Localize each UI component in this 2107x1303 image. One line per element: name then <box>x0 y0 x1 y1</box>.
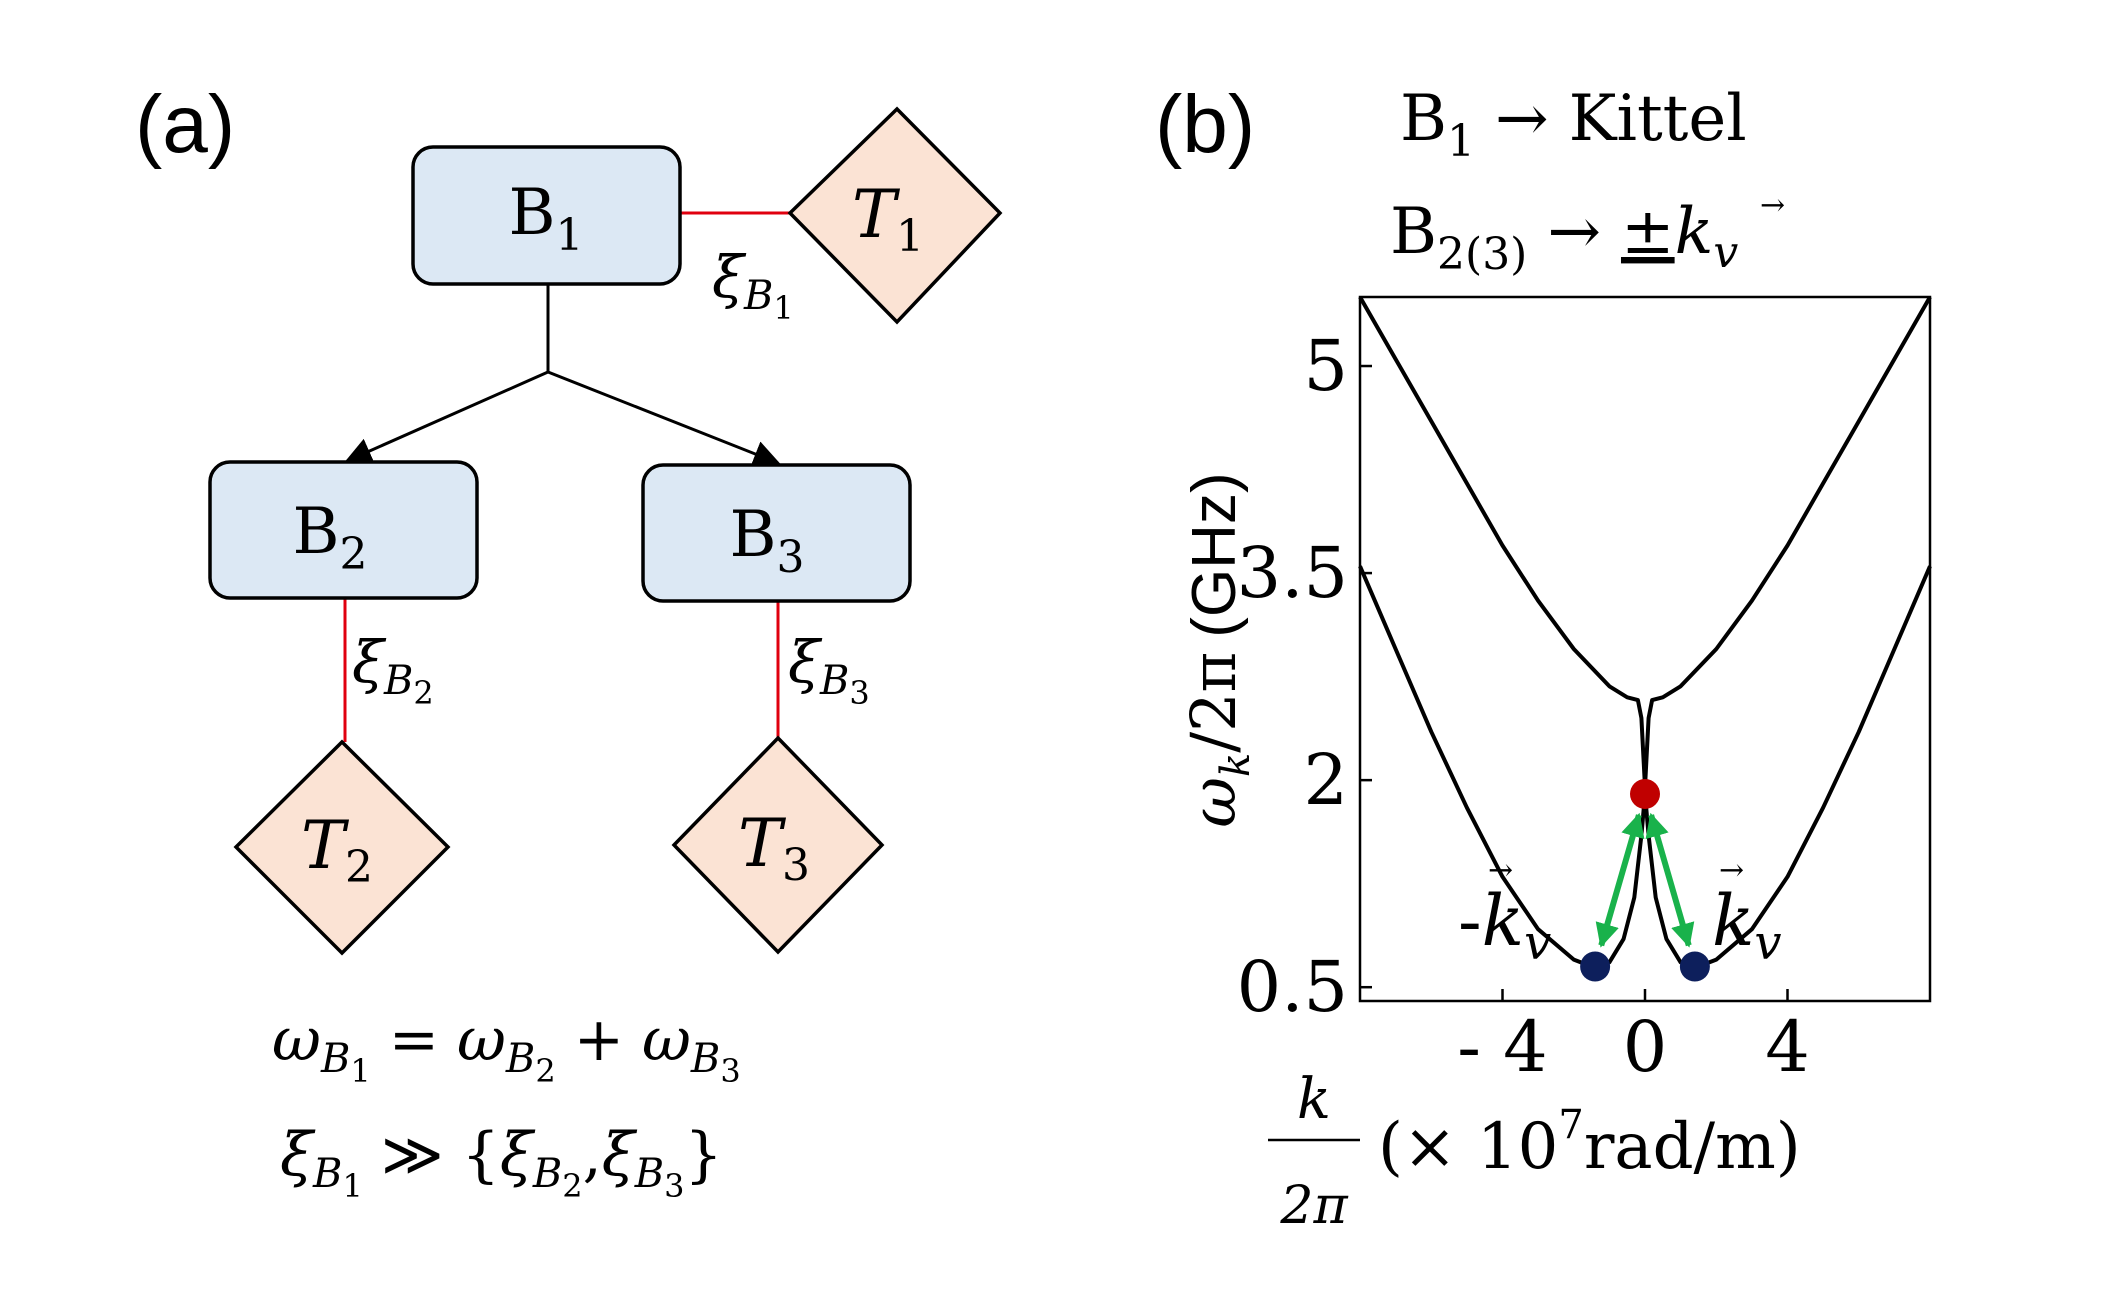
scattering-arrow-2 <box>1645 812 1695 948</box>
x-axis-label-denominator: 2π <box>1279 1176 1348 1236</box>
node-t1-label: T1 <box>852 176 924 262</box>
node-b2 <box>208 460 479 600</box>
node-b3-label: B3 <box>729 498 804 583</box>
label-neg-kv: -kv <box>1458 880 1551 971</box>
magnon-point <box>1679 951 1710 982</box>
node-t3-label: T3 <box>738 805 810 891</box>
panel-a: (a) B1 B2 B3 T1 T2 T3 ξB1 ξB2 ξB3 ωB1=ωB… <box>135 79 1003 1205</box>
node-t3 <box>671 735 885 955</box>
scattering-arrow-1 <box>1595 812 1645 948</box>
x-tick-label: - 4 <box>1457 1006 1547 1088</box>
arrow-to-b3 <box>547 370 781 467</box>
plot-frame <box>1358 295 1932 1003</box>
node-t2 <box>233 739 451 956</box>
y-tick-label: 3.5 <box>1237 532 1348 614</box>
x-axis-label-unit: (× 107rad/m) <box>1378 1102 1801 1184</box>
magnon-point <box>1580 951 1611 982</box>
y-axis-label: ωk/2π(GHz) <box>1177 472 1259 827</box>
vector-arrow-neg: → <box>1488 853 1513 888</box>
y-tick-label: 2 <box>1303 739 1348 821</box>
vector-arrow-header: → <box>1760 188 1785 223</box>
x-tick-label: 0 <box>1623 1006 1668 1088</box>
node-t2-label: T2 <box>301 807 373 893</box>
coupling-xi-b3: ξB3 <box>788 628 870 712</box>
node-b1 <box>411 145 682 286</box>
x-axis-label-numerator: k <box>1297 1067 1331 1132</box>
node-b2-label: B2 <box>292 495 367 580</box>
y-tick-label: 5 <box>1303 325 1348 407</box>
header-line-1: B1→Kittel <box>1400 82 1747 167</box>
kittel-mode-point <box>1630 778 1660 809</box>
plot-layer: 0.5 2 3.5 5 - 4 0 4 <box>1237 296 1932 1088</box>
equation-damping-hierarchy: ξB1≫{ξB2,ξB3} <box>280 1120 723 1205</box>
node-b3 <box>641 463 912 603</box>
dispersion-branch-1 <box>1358 296 1932 789</box>
coupling-xi-b1: ξB1 <box>712 243 794 327</box>
panel-b-label: (b) <box>1155 79 1255 170</box>
node-b1-label: B1 <box>508 176 583 261</box>
equation-frequency-matching: ωB1=ωB2+ωB3 <box>272 1005 741 1090</box>
header-line-2: B2(3)→±kv <box>1390 195 1738 280</box>
arrow-to-b2 <box>344 370 549 464</box>
x-tick-label: 4 <box>1765 1006 1810 1088</box>
coupling-xi-b2: ξB2 <box>352 628 434 712</box>
y-tick-label: 0.5 <box>1237 946 1348 1028</box>
vector-arrow-pos: → <box>1719 853 1744 888</box>
panel-a-label: (a) <box>135 79 235 170</box>
label-pos-kv: kv <box>1712 880 1782 971</box>
node-t1 <box>787 106 1003 325</box>
